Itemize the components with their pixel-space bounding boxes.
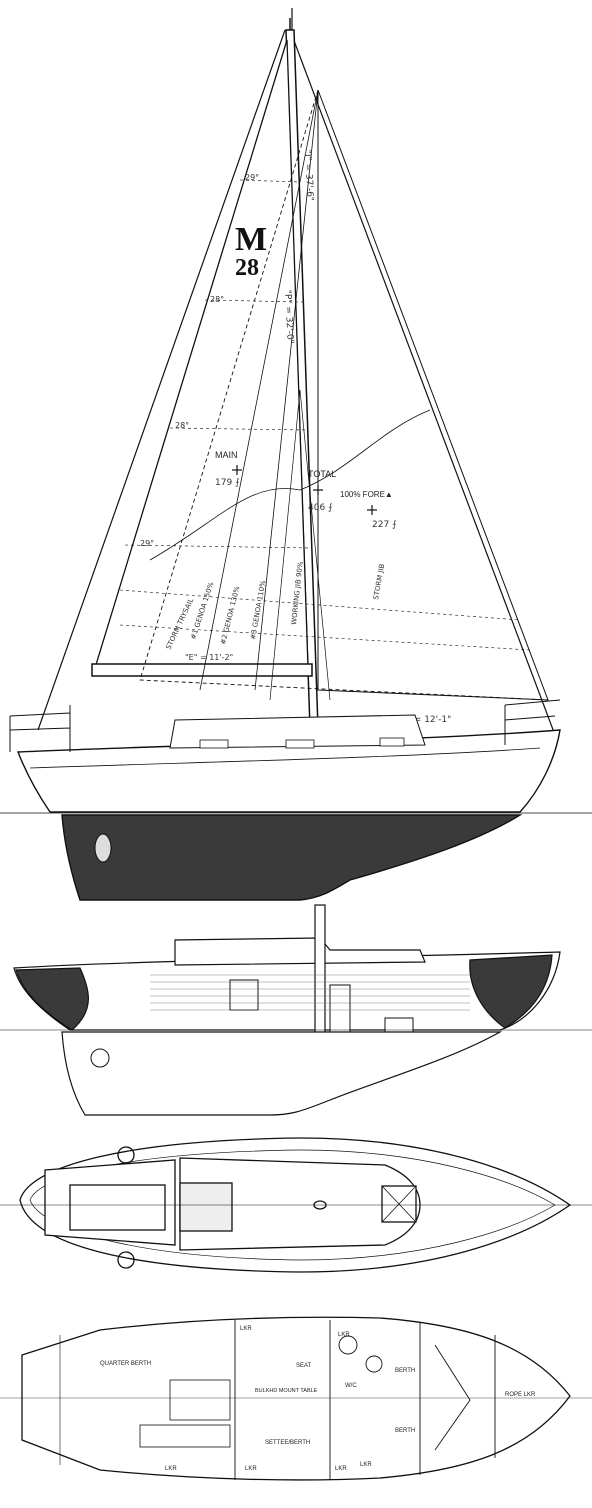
sail-plan <box>37 8 556 736</box>
main-label: MAIN <box>215 450 238 460</box>
dim-e: "E" = 11'-2" <box>185 653 233 662</box>
bottom-locker-4: LKR <box>360 1462 372 1468</box>
hull-profile <box>0 699 592 901</box>
backstay <box>37 29 286 731</box>
reef-mark-3: 28° <box>175 421 189 430</box>
bow-bulkhead <box>469 954 553 1029</box>
dim-j: "J" = 12'-1" <box>400 715 451 725</box>
logo-mark: M <box>235 221 267 258</box>
forestay <box>289 29 556 736</box>
total-area: 406 ⨍ <box>308 503 333 513</box>
main-area: 179 ⨍ <box>215 478 240 488</box>
center-of-effort-marks <box>232 465 377 515</box>
bottom-locker-1: LKR <box>165 1466 177 1472</box>
table-label: BULKHD MOUNT TABLE <box>255 1388 318 1394</box>
mainsail <box>94 39 309 669</box>
accommodation-labels: QUARTER BERTH LKR LKR SEAT W/C BERTH BER… <box>100 1326 536 1472</box>
settee-label: SETTEE/BERTH <box>265 1440 310 1446</box>
reef-mark-1: 29° <box>245 173 259 182</box>
locker-label-2: LKR <box>338 1332 350 1338</box>
logo-number: 28 <box>235 255 259 281</box>
berth-label-1: BERTH <box>395 1368 415 1374</box>
berth-label-2: BERTH <box>395 1428 415 1434</box>
total-label: TOTAL <box>308 469 336 479</box>
inboard-profile <box>0 904 592 1116</box>
bottom-locker-2: LKR <box>245 1466 257 1472</box>
locker-label-1: LKR <box>240 1326 252 1332</box>
storm-jib-label: STORM JIB <box>372 563 386 600</box>
seat-label: SEAT <box>296 1363 312 1369</box>
accommodation-plan <box>0 1316 592 1481</box>
dim-p: "P" = 32'-0" <box>282 290 295 344</box>
reef-mark-4: 29° <box>140 539 154 548</box>
quarter-berth-label: QUARTER BERTH <box>100 1361 151 1367</box>
boom <box>91 663 313 677</box>
fore-area: 227 ⨍ <box>372 520 397 530</box>
deck-plan <box>0 1137 592 1273</box>
headsail <box>317 89 549 701</box>
wc-label: W/C <box>345 1383 357 1389</box>
rope-locker-label: ROPE LKR <box>505 1392 536 1398</box>
fore-label: 100% FORE▲ <box>340 490 393 499</box>
keel-underbody <box>61 814 523 901</box>
dim-i: "I" = 37'-6" <box>302 150 315 202</box>
bottom-locker-3: LKR <box>335 1466 347 1472</box>
genoa-outline <box>139 89 549 701</box>
reef-mark-2: 28° <box>210 295 224 304</box>
stern-bulkhead <box>15 967 89 1031</box>
